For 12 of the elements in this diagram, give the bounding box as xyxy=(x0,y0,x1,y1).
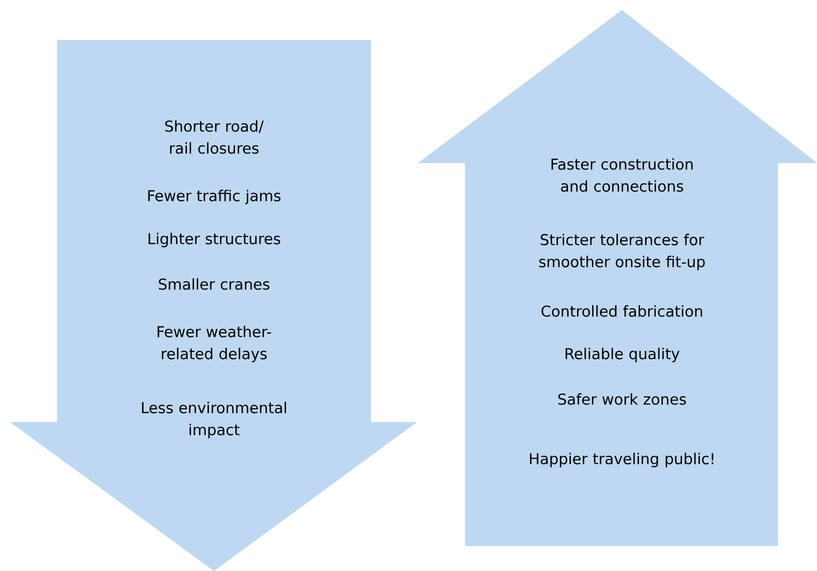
arrow-text: Safer work zones xyxy=(558,393,686,405)
arrow-text: Less environmental impact xyxy=(142,402,286,438)
arrow-text: Controlled fabrication xyxy=(542,305,702,317)
arrow-text: Fewer weather-related delays xyxy=(158,326,272,362)
arrow-text: Lighter structures xyxy=(148,232,280,248)
arrow-text: Stricter tolerances for smoother onsite fit-up xyxy=(539,234,705,270)
arrow-text: Reliable quality xyxy=(566,348,680,362)
arrow-text: Faster construction and connections xyxy=(552,158,693,192)
arrow-text: Happier traveling public! xyxy=(530,452,714,468)
arrow-text: Shorter road/ rail closures xyxy=(165,120,264,154)
arrow-text: Smaller cranes xyxy=(158,278,270,290)
arrow-text: Fewer traffic jams xyxy=(148,190,280,204)
